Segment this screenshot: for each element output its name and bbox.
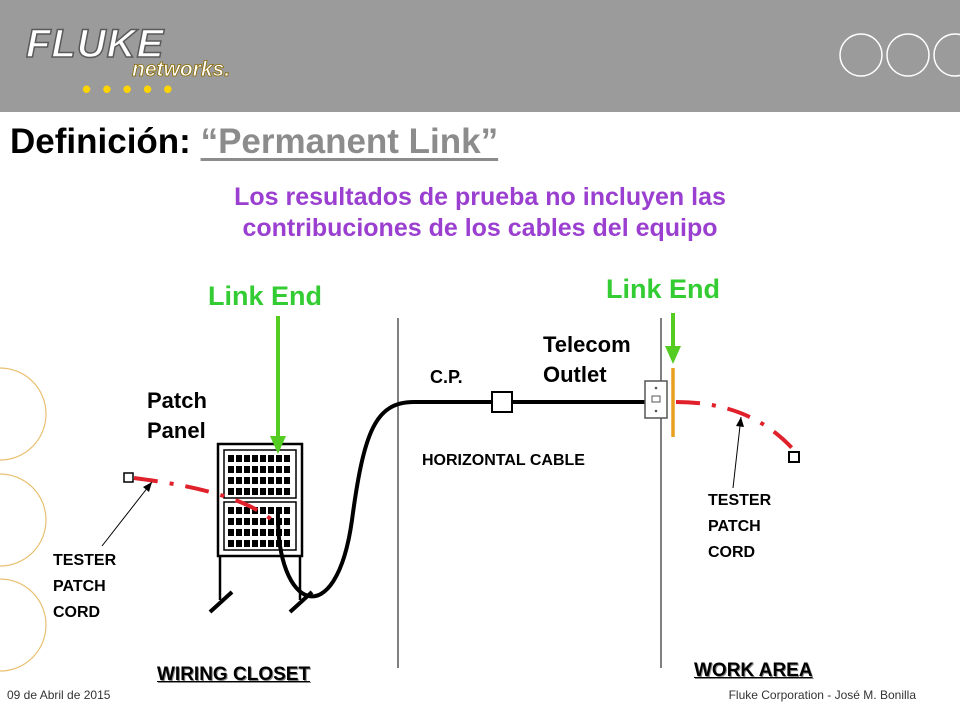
patch-panel-rack bbox=[208, 442, 314, 614]
horizontal-cable-line bbox=[275, 400, 646, 599]
cp-label: C.P. bbox=[430, 367, 463, 387]
tester-pointer-left bbox=[101, 481, 153, 547]
link-end-label-right: Link End bbox=[606, 274, 720, 304]
networks-logo: networks. bbox=[132, 58, 231, 82]
tester-patch-cord-label-left: TESTER PATCH CORD bbox=[53, 552, 117, 621]
telecom-outlet-plate bbox=[644, 380, 668, 419]
horizontal-cable-label: HORIZONTAL CABLE bbox=[422, 452, 585, 469]
footer-credit: Fluke Corporation - José M. Bonilla bbox=[728, 688, 916, 702]
logo-dots: • • • • • bbox=[82, 74, 175, 104]
fluke-logo: FLUKE bbox=[25, 21, 165, 67]
telecom-outlet-label: Telecom Outlet bbox=[543, 332, 631, 387]
link-end-label-left: Link End bbox=[208, 281, 322, 311]
tester-patch-cord-left bbox=[133, 476, 274, 522]
header-band: FLUKE networks. • • • • • bbox=[0, 0, 960, 112]
tester-patch-cord-right bbox=[675, 400, 794, 450]
tester-cord-left-end bbox=[123, 472, 134, 483]
slide-subtitle: Los resultados de prueba no incluyen las… bbox=[0, 182, 960, 244]
tester-pointer-right bbox=[732, 416, 744, 489]
slide-title: Definición: “Permanent Link” bbox=[10, 122, 498, 162]
subtitle-line-2: contribuciones de los cables del equipo bbox=[242, 214, 718, 242]
wiring-closet-label: WIRING CLOSET bbox=[157, 664, 311, 685]
title-prefix: Definición: bbox=[10, 122, 191, 161]
patch-panel-label: Patch Panel bbox=[147, 388, 207, 443]
tester-cord-right-end bbox=[788, 451, 800, 463]
consolidation-point-box bbox=[491, 391, 513, 413]
header-circles-decoration bbox=[839, 33, 960, 77]
work-area-label: WORK AREA bbox=[694, 660, 813, 681]
subtitle-line-1: Los resultados de prueba no incluyen las bbox=[234, 183, 726, 211]
left-circles-decoration bbox=[0, 367, 47, 672]
title-permanent-link[interactable]: “Permanent Link” bbox=[200, 122, 499, 161]
tester-patch-cord-label-right: TESTER PATCH CORD bbox=[708, 492, 772, 561]
link-end-arrow-left bbox=[270, 316, 286, 454]
footer-date: 09 de Abril de 2015 bbox=[7, 688, 111, 702]
link-end-arrow-right bbox=[665, 313, 681, 364]
